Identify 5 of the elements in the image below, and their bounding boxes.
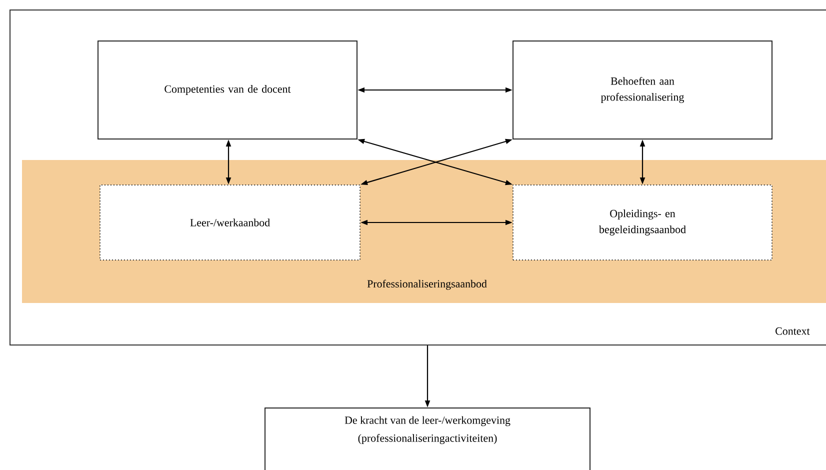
concept-box: Behoeften aan professionalisering bbox=[512, 40, 772, 140]
concept-box: Competenties van de docent bbox=[98, 40, 358, 140]
concept-box: De kracht van de leer-/werkomgeving (professionaliseringactiviteiten) bbox=[264, 408, 590, 470]
offer-box: Leer-/werkaanbod bbox=[100, 184, 360, 260]
offer-box: Opleidings- en begeleidingsaanbod bbox=[512, 184, 772, 260]
